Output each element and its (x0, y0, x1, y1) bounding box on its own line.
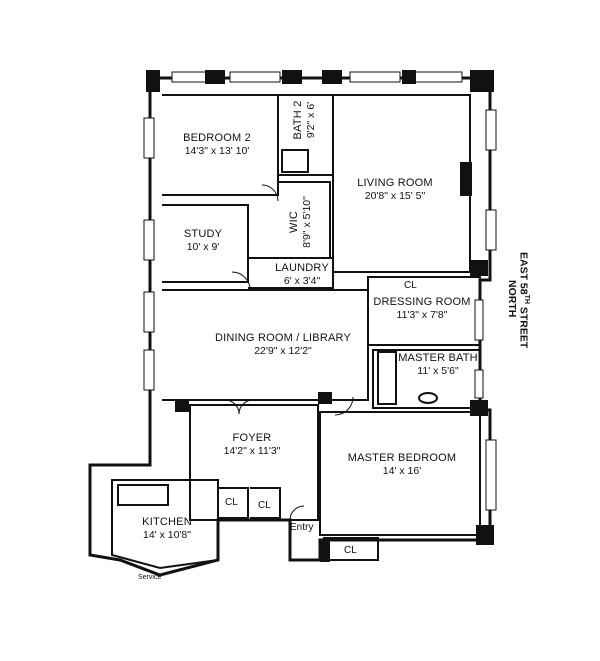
room-name: KITCHEN (142, 516, 192, 528)
closet-label-foyer-1: CL (225, 497, 238, 508)
door-swing-entry (289, 505, 305, 521)
room-name: BEDROOM 2 (183, 132, 251, 144)
street-direction: NORTH (506, 280, 518, 318)
room-name: DRESSING ROOM (373, 296, 471, 308)
room-masterbed: MASTER BEDROOM 14' x 16' (342, 452, 462, 478)
room-name: MASTER BATH (398, 352, 478, 364)
room-name: STUDY (183, 228, 223, 240)
door-swing-wic (261, 184, 279, 202)
room-dims: 14' x 10'8" (142, 529, 192, 541)
wall-dining (162, 289, 369, 401)
sink-masterbath (418, 392, 438, 404)
tub-masterbath (377, 351, 397, 405)
street-suffix: TH (523, 294, 530, 304)
door-swing-master (334, 396, 354, 416)
street-label: EAST 58TH STREET (518, 252, 531, 348)
room-name: LIVING ROOM (357, 177, 433, 189)
wall-laundry (248, 257, 334, 289)
room-study: STUDY 10' x 9' (170, 228, 236, 254)
room-dining: DINING ROOM / LIBRARY 22'9" x 12'2" (208, 332, 358, 358)
tub-bath2 (281, 149, 309, 173)
room-dims: 14'3" x 13' 10' (184, 145, 250, 157)
room-name: WIC (288, 211, 300, 233)
service-label: Service (138, 574, 162, 581)
room-bath2: BATH 2 9'2" x 6' (292, 90, 318, 150)
room-name: FOYER (232, 432, 272, 444)
room-wic: WIC 8'9" x 5'10" (288, 192, 314, 252)
street-type: STREET (517, 303, 530, 349)
room-dressing: DRESSING ROOM 11'3" x 7'8" (372, 296, 472, 322)
room-name: LAUNDRY (275, 262, 329, 274)
wall-bedroom2 (162, 94, 279, 196)
room-laundry: LAUNDRY 6' x 3'4" (266, 262, 338, 288)
door-swing-laundry (231, 271, 251, 291)
room-foyer: FOYER 14'2" x 11'3" (212, 432, 292, 458)
room-dims: 11' x 5'6" (417, 365, 459, 377)
room-dims: 11'3" x 7'8" (396, 309, 448, 321)
room-dims: 22'9" x 12'2" (254, 345, 312, 357)
room-name: MASTER BEDROOM (347, 452, 457, 464)
wall-cl-foyer1 (218, 487, 249, 519)
entry-label: Entry (290, 522, 314, 533)
room-name: DINING ROOM / LIBRARY (214, 332, 352, 344)
room-name: BATH 2 (292, 100, 304, 140)
kitchen-counter (117, 484, 169, 506)
closet-label-dressing: CL (404, 280, 417, 291)
wall-foyer (189, 404, 319, 521)
room-dims: 14'2" x 11'3" (223, 445, 281, 457)
street-name: EAST 58 (517, 252, 530, 295)
room-dims: 8'9" x 5'10" (301, 196, 313, 248)
room-bedroom2: BEDROOM 2 14'3" x 13' 10' (172, 132, 262, 158)
room-dims: 6' x 3'4" (283, 275, 321, 287)
room-dims: 10' x 9' (186, 241, 220, 253)
room-dims: 14' x 16' (382, 465, 422, 477)
closet-label-foyer-2: CL (258, 500, 271, 511)
wall-study (162, 204, 249, 283)
room-dims: 9'2" x 6' (305, 101, 317, 139)
room-dims: 20'8" x 15' 5" (364, 190, 426, 202)
closet-label-master: CL (344, 545, 357, 556)
room-kitchen: KITCHEN 14' x 10'8" (130, 516, 204, 542)
wall-kitchen (111, 479, 219, 570)
room-living: LIVING ROOM 20'8" x 15' 5" (345, 177, 445, 203)
room-masterbath: MASTER BATH 11' x 5'6" (395, 352, 481, 378)
wall-cl-master (323, 537, 379, 561)
wall-cl-foyer2 (250, 487, 281, 519)
door-swing-foyer (224, 399, 254, 415)
